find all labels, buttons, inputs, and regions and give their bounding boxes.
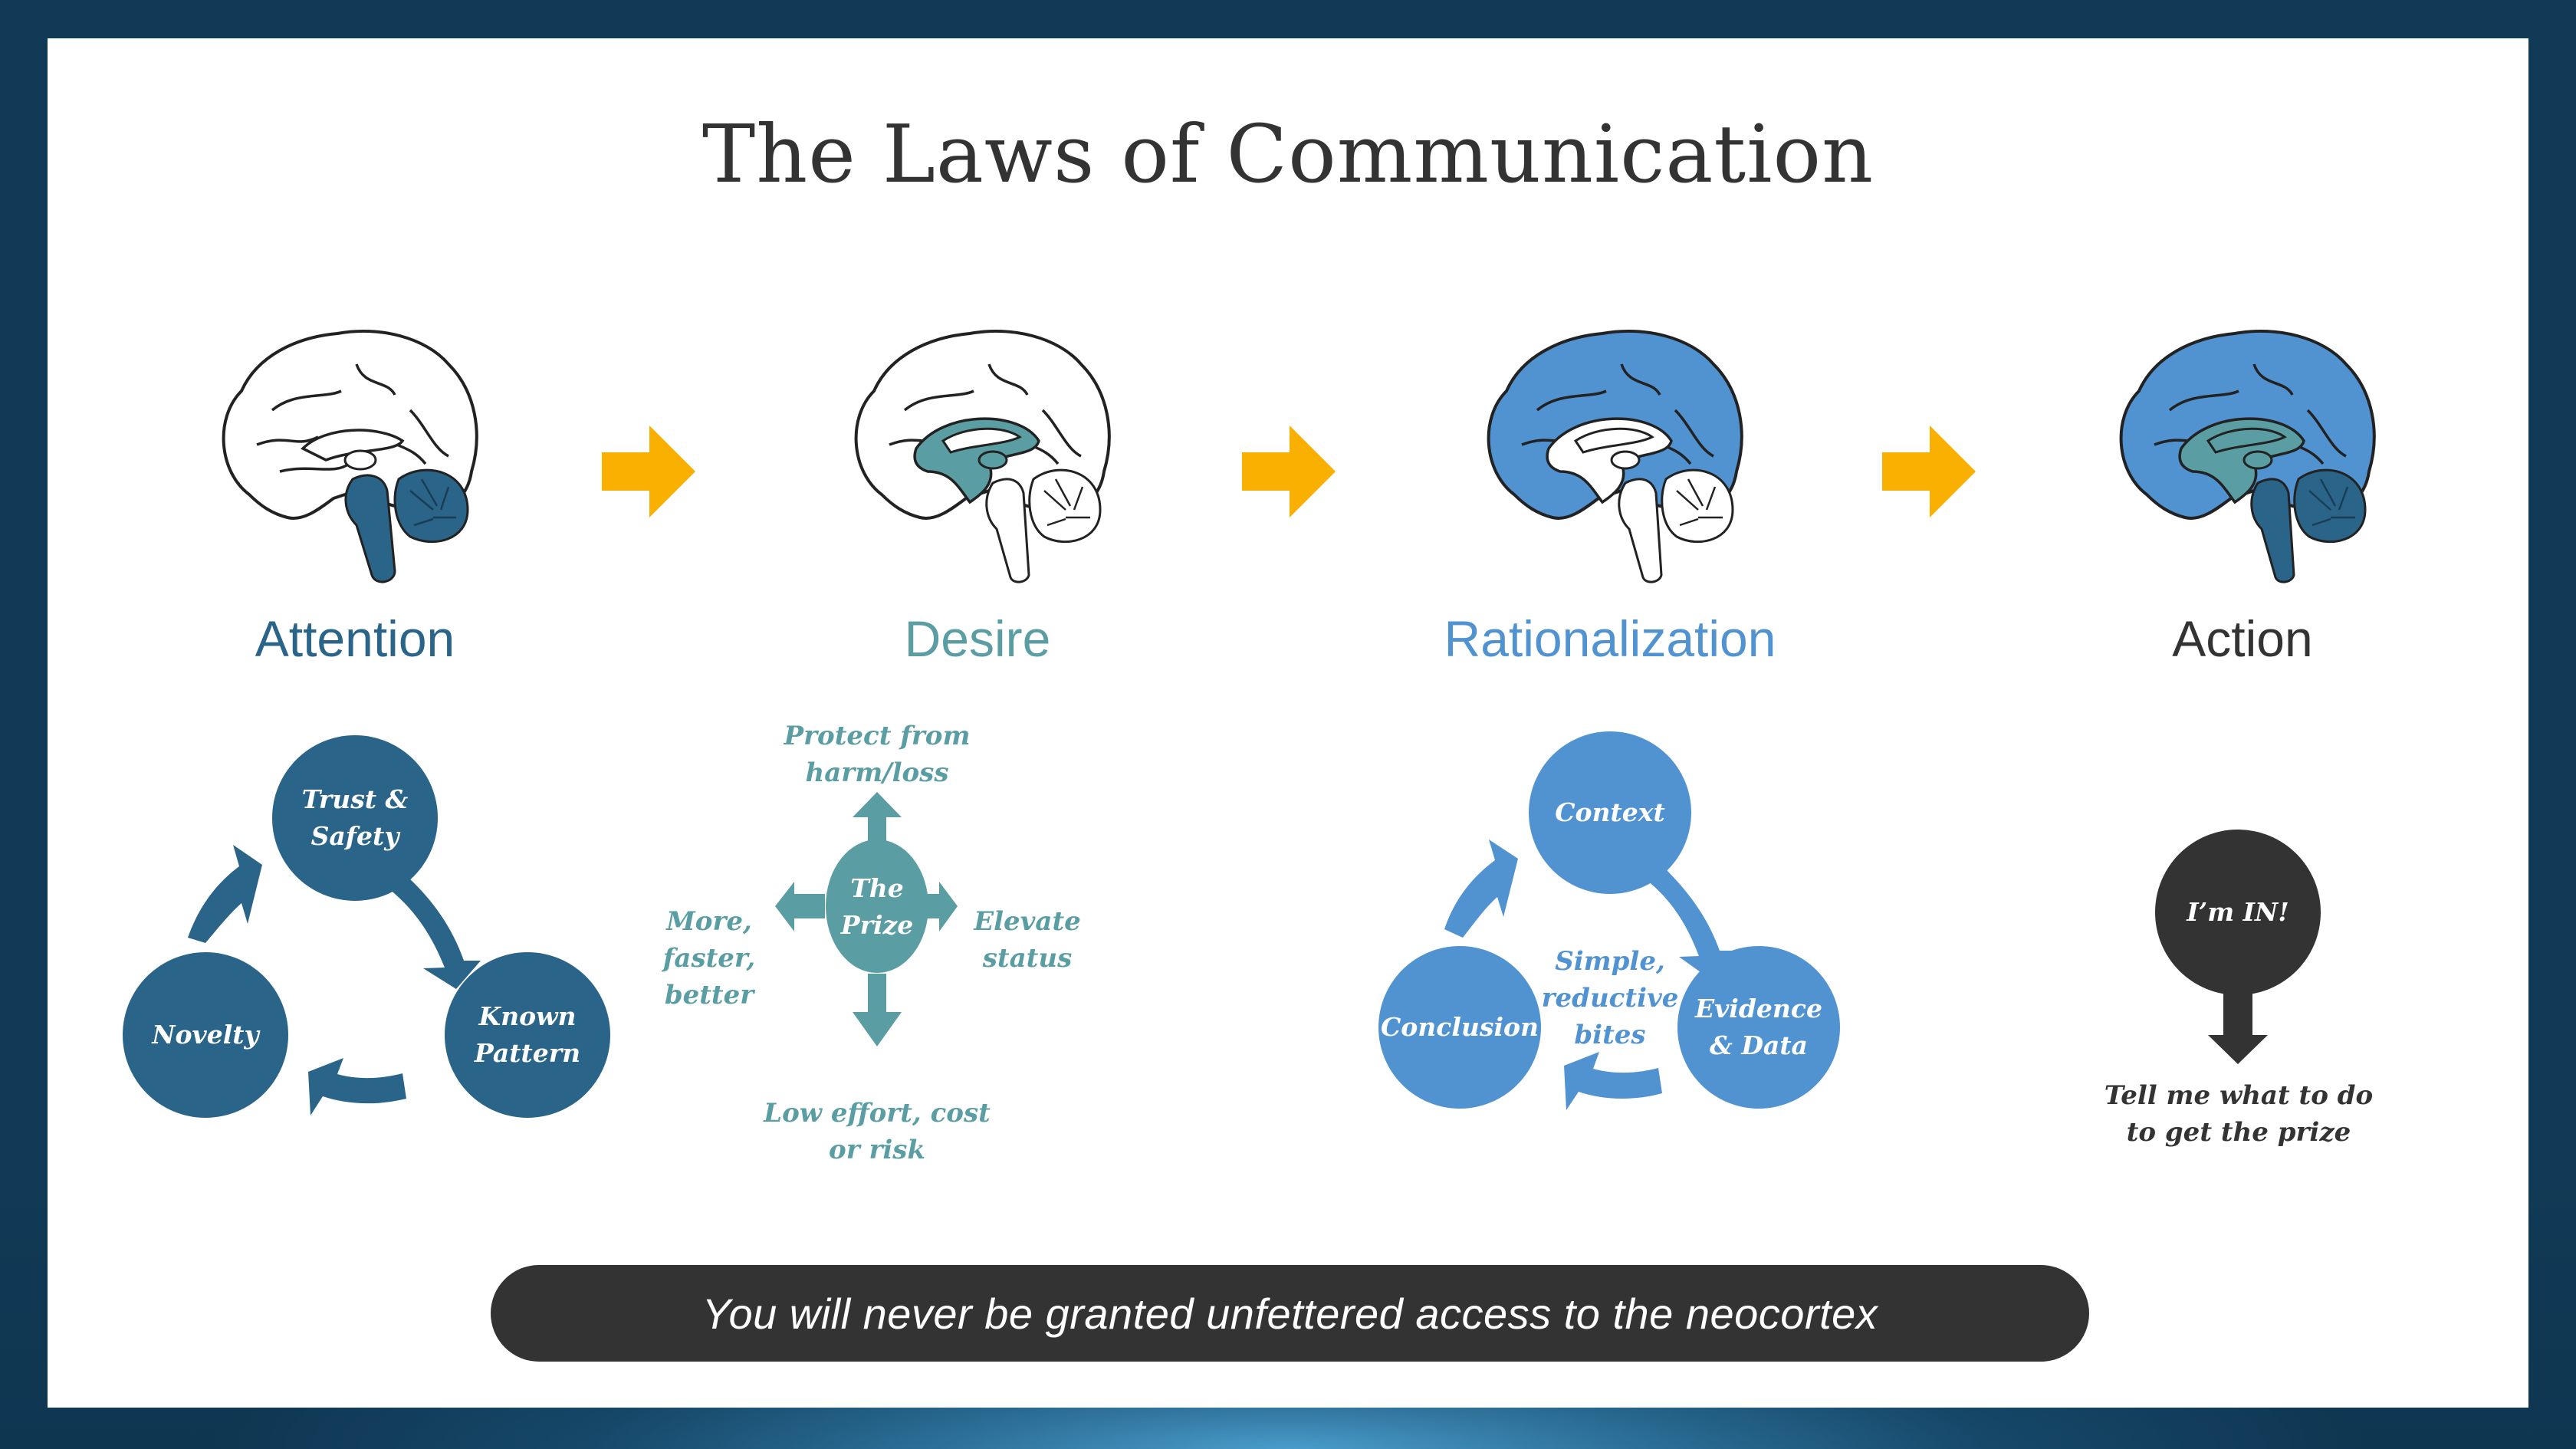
cycle-arrow-icon [1647,869,1736,980]
arrow-left-icon [775,882,825,932]
neocortex-banner: You will never be granted unfettered acc… [491,1265,2089,1362]
cycle-arrow-icon [1444,840,1518,938]
stage-label-desire: Desire [904,610,1051,667]
brain-limbic-highlighted-icon [854,329,1111,583]
stage-label-rationalization: Rationalization [1444,610,1776,667]
brain-fully-highlighted-icon [2119,329,2376,583]
desire-left-label: More, faster,better [662,906,756,1010]
cycle-arrow-icon [308,1058,406,1116]
cycle-node-circle [445,952,610,1118]
slide-panel [48,38,2528,1408]
cycle-node-circle [1677,946,1840,1109]
action-circle [2155,830,2321,995]
page-title: The Laws of Communication [702,107,1875,201]
brain-neocortex-highlighted-icon [1487,329,1743,583]
node-novelty: Novelty [152,1020,259,1050]
cycle-node-circle [1529,731,1691,894]
node-context: Context [1555,797,1665,827]
cycle-shapes [123,735,610,1118]
action-caption: Tell me what to do to get the prize [2104,1080,2374,1148]
arrow-up-icon [853,792,902,846]
action-diagram: I’m IN! Tell me what to do to get the pr… [2085,813,2407,1165]
cycle-arrow-icon [389,878,481,989]
banner-text: You will never be granted unfettered acc… [702,1289,1878,1338]
cycle-node-circle [123,952,288,1118]
node-evidence-data: Evidence& Data [1694,994,1822,1060]
cycle-arrow-icon [188,845,262,943]
rationalization-center-label: Simple, reductive bites [1541,946,1679,1050]
prize-circle [826,840,928,973]
rationalization-cycle-diagram: Context Evidence& Data Conclusion Simple… [1365,721,1855,1181]
cycle-arrow-icon [1564,1052,1662,1110]
arrow-down-icon [2208,989,2268,1064]
cycle-node-circle [1378,946,1541,1109]
stage-label-action: Action [2172,610,2313,667]
action-shapes [2155,830,2321,1064]
brain-brainstem-cerebellum-highlighted-icon [222,329,478,583]
arrow-right-icon [1242,426,1336,518]
node-trust-safety: Trust &Safety [301,784,409,851]
arrow-right-icon [1882,426,1976,518]
cycle-node-circle [272,735,438,901]
arrow-right-icon [602,426,695,518]
node-conclusion: Conclusion [1380,1012,1539,1042]
arrow-down-icon [853,974,902,1046]
prize-shapes [775,792,958,1046]
stage-label-attention: Attention [255,610,455,667]
cycle-shapes [1378,731,1840,1110]
im-in-label: I’m IN! [2187,897,2289,927]
